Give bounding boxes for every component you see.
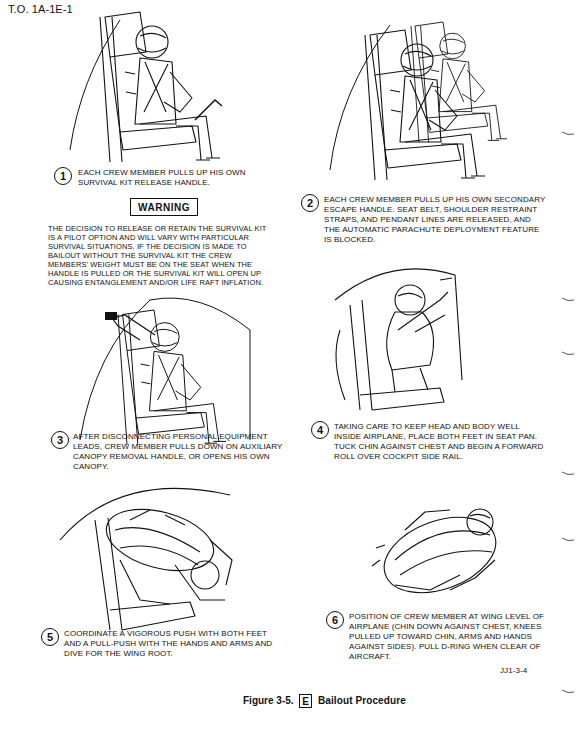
node-text: 3 [57, 434, 63, 446]
callout-number: 5 [41, 628, 59, 646]
step-text: COORDINATE A VIGOROUS PUSH WITH BOTH FEE… [64, 629, 274, 659]
seated-crewman [70, 12, 222, 162]
crewman-tucked [372, 503, 506, 607]
node-text: WARNING [138, 202, 190, 213]
step-text: TAKING CARE TO KEEP HEAD AND BODY WELL I… [334, 422, 549, 462]
crewman-rolling [335, 269, 462, 410]
callout-number: 4 [311, 421, 329, 439]
callout-number: 2 [301, 194, 319, 212]
margin-marks [562, 132, 574, 693]
step-text: EACH CREW MEMBER PULLS UP HIS OWN SURVIV… [78, 168, 278, 188]
step-text: POSITION OF CREW MEMBER AT WING LEVEL OF… [349, 612, 544, 662]
node-text: E [302, 696, 309, 707]
node-text: 1 [60, 170, 66, 182]
warning-box: WARNING [130, 198, 198, 216]
step-text: AFTER DISCONNECTING PERSONAL EQUIPMENT L… [73, 432, 288, 472]
figure-caption: Figure 3-5. [243, 695, 294, 706]
node-text: 2 [307, 197, 313, 209]
page-header: T.O. 1A-1E-1 [8, 3, 128, 16]
section-box: E [299, 694, 312, 708]
warning-text: THE DECISION TO RELEASE OR RETAIN THE SU… [48, 224, 270, 287]
crewman-diving [60, 488, 232, 630]
callout-number: 6 [326, 611, 344, 629]
two-crewmen [330, 22, 507, 180]
callout-number: 3 [51, 431, 69, 449]
figure-title: Bailout Procedure [318, 695, 458, 707]
crewman-canopy [80, 298, 250, 445]
node-text: 5 [47, 631, 53, 643]
figure-code: JJ1-3-4 [500, 666, 560, 676]
node-text: 4 [317, 424, 323, 436]
step-text: EACH CREW MEMBER PULLS UP HIS OWN SECOND… [324, 195, 549, 245]
callout-number: 1 [54, 167, 72, 185]
node-text: 6 [332, 614, 338, 626]
